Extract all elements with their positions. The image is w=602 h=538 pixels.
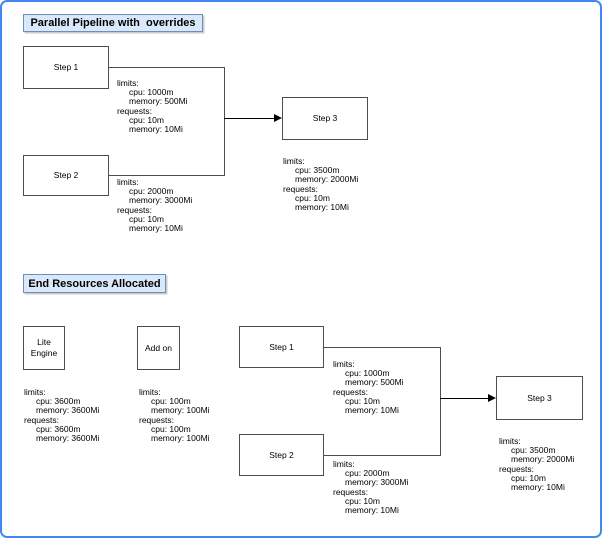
resource-line: cpu: 10m (345, 395, 380, 406)
resource-line: limits: (283, 156, 305, 166)
end-arrowhead-icon (488, 394, 496, 402)
end-arrow-shaft (440, 398, 488, 399)
resource-line: requests: (499, 463, 534, 474)
resource-line: memory: 10Mi (345, 405, 399, 416)
resource-line: cpu: 10m (345, 495, 380, 506)
resource-line: requests: (333, 386, 368, 397)
resource-line: cpu: 10m (129, 114, 164, 125)
resource-line: cpu: 100m (151, 423, 191, 434)
end-lite-engine-node: Lite Engine (23, 326, 65, 370)
resource-line: cpu: 1000m (129, 87, 174, 98)
pipeline-step3-label: Step 3 (312, 113, 338, 123)
resource-line: limits: (139, 387, 161, 397)
resource-line: memory: 3600Mi (36, 433, 100, 444)
end-step2-resources: limits: cpu: 2000m memory: 3000Mi reques… (333, 459, 409, 516)
end-addon-label: Add on (145, 342, 172, 353)
resource-line: requests: (139, 414, 174, 425)
resource-line: cpu: 3600m (36, 423, 81, 434)
resource-line: memory: 10Mi (511, 482, 565, 493)
end-step1-node: Step 1 (239, 326, 324, 368)
end-addon-node: Add on (137, 326, 180, 370)
end-section-title-box: End Resources Allocated (23, 274, 166, 293)
resource-line: memory: 10Mi (129, 124, 183, 135)
pipeline-arrow-shaft (224, 118, 274, 119)
resource-line: cpu: 10m (295, 192, 330, 203)
pipeline-section-title: Parallel Pipeline with overrides (30, 17, 196, 29)
resource-line: cpu: 10m (511, 472, 546, 483)
resource-line: cpu: 10m (129, 213, 164, 224)
resource-line: memory: 2000Mi (511, 454, 575, 465)
end-merge-vertical-line (440, 347, 441, 456)
pipeline-merge-vertical-line (224, 67, 225, 176)
pipeline-step3-resources: limits: cpu: 3500m memory: 2000Mi reques… (283, 156, 359, 213)
resource-line: cpu: 100m (151, 396, 191, 407)
end-step3-node: Step 3 (496, 376, 583, 420)
pipeline-step1-resources: limits: cpu: 1000m memory: 500Mi request… (117, 78, 188, 135)
resource-line: memory: 10Mi (295, 202, 349, 213)
resource-line: memory: 3600Mi (36, 405, 100, 416)
pipeline-step3-node: Step 3 (282, 97, 368, 140)
resource-line: requests: (117, 105, 152, 116)
end-section-title: End Resources Allocated (28, 277, 161, 290)
pipeline-arrowhead-icon (274, 114, 282, 122)
resource-line: memory: 100Mi (151, 433, 210, 444)
end-lite-engine-resources: limits: cpu: 3600m memory: 3600Mi reques… (24, 387, 100, 444)
resource-line: memory: 10Mi (345, 505, 399, 516)
resource-line: limits: (499, 436, 521, 446)
pipeline-step1-label: Step 1 (53, 62, 79, 72)
resource-line: cpu: 2000m (345, 468, 390, 479)
end-step3-label: Step 3 (527, 392, 552, 403)
pipeline-step2-connector-line (109, 175, 224, 176)
pipeline-section-title-box: Parallel Pipeline with overrides (23, 14, 203, 32)
resource-line: limits: (333, 359, 355, 369)
pipeline-step1-connector-line (109, 67, 224, 68)
resource-line: requests: (333, 486, 368, 497)
resource-line: cpu: 3500m (511, 445, 556, 456)
end-step2-connector-line (324, 455, 440, 456)
pipeline-step2-resources: limits: cpu: 2000m memory: 3000Mi reques… (117, 177, 193, 234)
resource-line: cpu: 3600m (36, 396, 81, 407)
pipeline-step1-node: Step 1 (23, 46, 109, 89)
resource-line: memory: 2000Mi (295, 174, 359, 185)
resource-line: memory: 3000Mi (129, 195, 193, 206)
resource-line: memory: 10Mi (129, 223, 183, 234)
pipeline-step2-label: Step 2 (53, 170, 79, 180)
resource-line: requests: (283, 183, 318, 194)
end-step2-node: Step 2 (239, 434, 324, 476)
resource-line: requests: (24, 414, 59, 425)
resource-line: memory: 100Mi (151, 405, 210, 416)
end-step1-resources: limits: cpu: 1000m memory: 500Mi request… (333, 359, 404, 416)
end-lite-engine-label: Lite Engine (30, 337, 58, 358)
end-addon-resources: limits: cpu: 100m memory: 100Mi requests… (139, 387, 210, 444)
resource-line: memory: 500Mi (345, 377, 404, 388)
end-step1-connector-line (324, 347, 440, 348)
end-step3-resources: limits: cpu: 3500m memory: 2000Mi reques… (499, 436, 575, 493)
resource-line: memory: 500Mi (129, 96, 188, 107)
resource-line: requests: (117, 204, 152, 215)
resource-line: cpu: 3500m (295, 165, 340, 176)
resource-line: limits: (117, 78, 139, 88)
resource-line: cpu: 2000m (129, 186, 174, 197)
pipeline-step2-node: Step 2 (23, 155, 109, 196)
end-step2-label: Step 2 (269, 449, 294, 460)
end-step1-label: Step 1 (269, 341, 294, 352)
resource-line: memory: 3000Mi (345, 477, 409, 488)
resource-line: cpu: 1000m (345, 368, 390, 379)
resource-line: limits: (117, 177, 139, 187)
resource-line: limits: (24, 387, 46, 397)
resource-line: limits: (333, 459, 355, 469)
